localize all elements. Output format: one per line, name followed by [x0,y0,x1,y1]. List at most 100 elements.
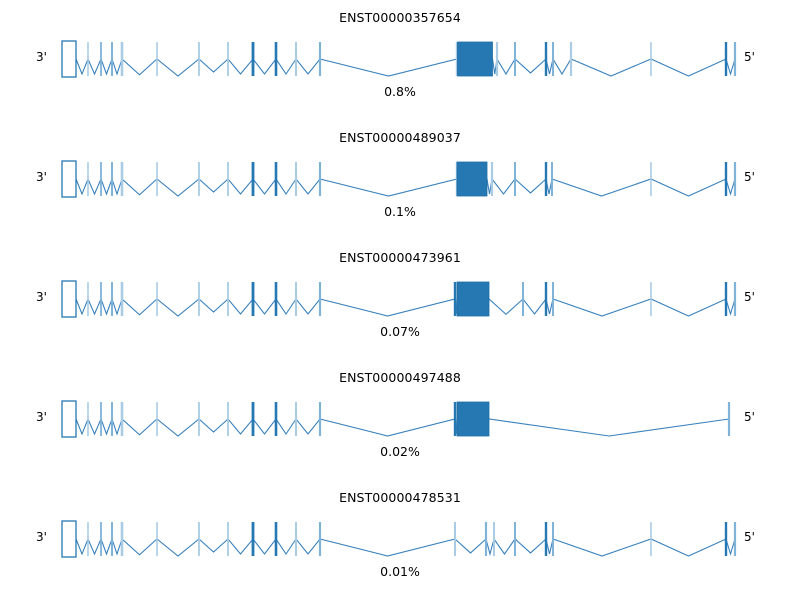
transcript-track[interactable] [0,510,800,566]
exon-tick[interactable] [274,162,278,196]
exon-tick[interactable] [490,162,494,196]
exon-tick[interactable] [120,522,124,556]
exon-tick[interactable] [120,42,124,76]
transcript-track[interactable] [0,150,800,206]
exon-tick[interactable] [650,282,652,316]
exon-tick[interactable] [198,402,200,436]
exon-block[interactable] [457,41,493,77]
exon-tick[interactable] [454,522,456,556]
exon-tick[interactable] [650,162,652,196]
exon-tick[interactable] [100,42,102,76]
exon-tick[interactable] [120,162,124,196]
transcript-track[interactable] [0,30,800,86]
exon-tick[interactable] [733,282,737,316]
exon-tick[interactable] [724,522,728,556]
exon-tick[interactable] [544,522,548,556]
exon-block[interactable] [456,401,490,437]
exon-tick[interactable] [650,522,652,556]
exon-tick[interactable] [453,282,457,316]
exon-tick[interactable] [514,162,516,196]
exon-tick[interactable] [724,162,728,196]
exon-tick[interactable] [522,282,524,316]
exon-tick[interactable] [455,42,459,76]
exon-tick[interactable] [156,402,158,436]
exon-tick[interactable] [251,522,255,556]
exon-tick[interactable] [274,402,278,436]
exon-tick[interactable] [295,282,297,316]
exon-tick[interactable] [87,162,89,196]
exon-tick[interactable] [295,162,297,196]
exon-tick[interactable] [551,162,553,196]
exon-tick[interactable] [295,42,297,76]
exon-tick[interactable] [111,402,113,436]
exon-tick[interactable] [552,522,554,556]
exon-tick[interactable] [198,42,200,76]
exon-tick[interactable] [495,42,499,76]
exon-tick[interactable] [87,282,89,316]
exon-tick[interactable] [318,522,322,556]
exon-tick[interactable] [733,522,737,556]
exon-tick[interactable] [156,162,158,196]
exon-tick[interactable] [274,42,278,76]
exon-tick[interactable] [569,42,573,76]
exon-tick[interactable] [156,522,158,556]
exon-tick[interactable] [318,42,322,76]
exon-tick[interactable] [156,282,158,316]
utr-box[interactable] [61,520,77,558]
exon-tick[interactable] [484,522,488,556]
exon-tick[interactable] [274,282,278,316]
exon-tick[interactable] [111,522,113,556]
utr-box[interactable] [61,280,77,318]
exon-tick[interactable] [318,282,322,316]
exon-tick[interactable] [251,402,255,436]
utr-box[interactable] [61,160,77,198]
utr-box[interactable] [61,40,77,78]
exon-tick[interactable] [156,42,158,76]
exon-tick[interactable] [318,162,322,196]
exon-tick[interactable] [733,162,737,196]
exon-tick[interactable] [111,162,113,196]
exon-tick[interactable] [544,162,548,196]
exon-tick[interactable] [514,42,516,76]
exon-tick[interactable] [87,402,89,436]
exon-tick[interactable] [100,522,102,556]
exon-tick[interactable] [727,402,731,436]
exon-tick[interactable] [318,402,322,436]
exon-block[interactable] [456,161,488,197]
exon-tick[interactable] [514,522,516,556]
exon-tick[interactable] [227,402,229,436]
exon-tick[interactable] [227,282,229,316]
exon-tick[interactable] [227,42,229,76]
exon-tick[interactable] [544,282,548,316]
exon-tick[interactable] [453,402,457,436]
exon-tick[interactable] [274,522,278,556]
exon-block[interactable] [456,281,490,317]
exon-tick[interactable] [87,522,89,556]
exon-tick[interactable] [120,282,124,316]
exon-tick[interactable] [552,282,554,316]
exon-tick[interactable] [295,402,297,436]
utr-box[interactable] [61,400,77,438]
exon-tick[interactable] [111,42,113,76]
exon-tick[interactable] [100,162,102,196]
exon-tick[interactable] [724,282,728,316]
exon-tick[interactable] [198,162,200,196]
exon-tick[interactable] [544,42,548,76]
exon-tick[interactable] [295,522,297,556]
exon-tick[interactable] [493,522,495,556]
exon-tick[interactable] [251,162,255,196]
exon-tick[interactable] [100,282,102,316]
exon-tick[interactable] [733,42,737,76]
exon-tick[interactable] [100,402,102,436]
exon-tick[interactable] [198,282,200,316]
exon-tick[interactable] [120,402,124,436]
exon-tick[interactable] [227,162,229,196]
transcript-track[interactable] [0,270,800,326]
exon-tick[interactable] [251,42,255,76]
exon-tick[interactable] [251,282,255,316]
exon-tick[interactable] [650,42,652,76]
exon-tick[interactable] [111,282,113,316]
exon-tick[interactable] [198,522,200,556]
exon-tick[interactable] [227,522,229,556]
transcript-track[interactable] [0,390,800,446]
